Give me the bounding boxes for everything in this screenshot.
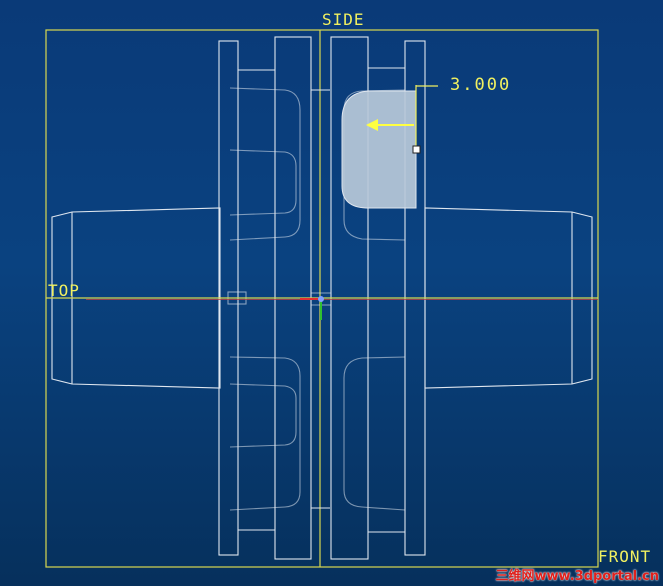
dimension-value[interactable]: 3.000 bbox=[450, 75, 512, 95]
coordinate-system-icon bbox=[300, 296, 324, 320]
top-datum-label[interactable]: TOP bbox=[48, 281, 80, 300]
highlighted-feature[interactable] bbox=[341, 90, 417, 209]
side-datum-label[interactable]: SIDE bbox=[322, 10, 365, 29]
left-arrow-icon bbox=[366, 119, 414, 131]
front-datum-label[interactable]: FRONT bbox=[598, 547, 652, 566]
watermark: 三维网www.3dportal.cn bbox=[495, 569, 659, 584]
square-handle-icon[interactable] bbox=[412, 145, 421, 154]
